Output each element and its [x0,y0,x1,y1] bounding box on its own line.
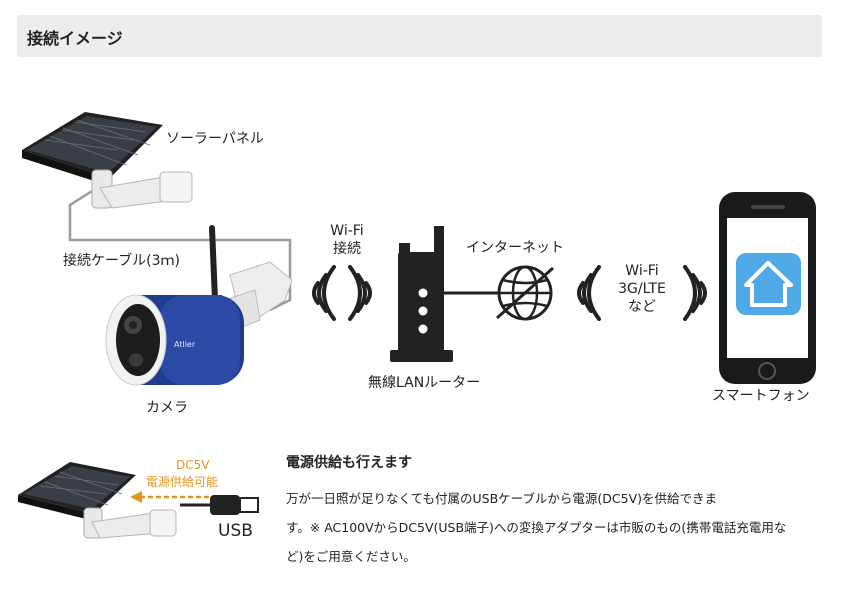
section-title: 接続イメージ [27,29,123,48]
wifi-waves-icon-1 [312,265,336,321]
usb-plug-icon [180,495,259,515]
supply-label: 電源供給可能 [146,475,219,489]
smartphone-icon [719,192,816,384]
solar-panel-icon [22,112,193,209]
wifi-waves-icon-4 [683,265,707,321]
solar-panel-label: ソーラーパネル [166,131,264,147]
wifi-label-line2: 接続 [333,241,361,257]
globe-icon [496,265,554,321]
dc-label: DC5V [176,458,210,472]
usb-label: USB [218,521,253,541]
mobile-label-line2: 3G/LTE [618,281,666,297]
section-header: 接続イメージ [17,15,822,57]
connection-cable [68,181,292,312]
camera-label: カメラ [146,400,188,416]
wifi-label: Wi-Fi 接続 [324,222,370,258]
power-body-line3: ど)をご用意ください。 [286,549,416,564]
camera-brand: Atlier [174,340,196,349]
mobile-network-label: Wi-Fi 3G/LTE など [612,262,672,316]
camera-icon [105,225,293,386]
wifi-waves-icon-2 [348,265,372,321]
internet-label: インターネット [466,240,564,256]
cable-label: 接続ケーブル(3ｍ) [63,253,180,269]
mobile-label-line1: Wi-Fi [625,263,659,279]
router-label: 無線LANルーター [368,375,481,391]
mobile-label-line3: など [628,299,656,315]
small-solar-panel-icon [18,462,177,539]
power-section-title: 電源供給も行えます [286,455,412,471]
power-body-line2: す。※ AC100VからDC5V(USB端子)への変換アダプターは市販のもの(携… [286,520,787,535]
power-body-line1: 万が一日照が足りなくても付属のUSBケーブルから電源(DC5V)を供給できま [286,491,718,506]
dc-arrow-head [130,491,142,503]
router-icon [390,226,453,362]
wifi-waves-icon-3 [577,265,601,321]
wifi-label-line1: Wi-Fi [330,223,364,239]
smartphone-label: スマートフォン [712,388,810,404]
